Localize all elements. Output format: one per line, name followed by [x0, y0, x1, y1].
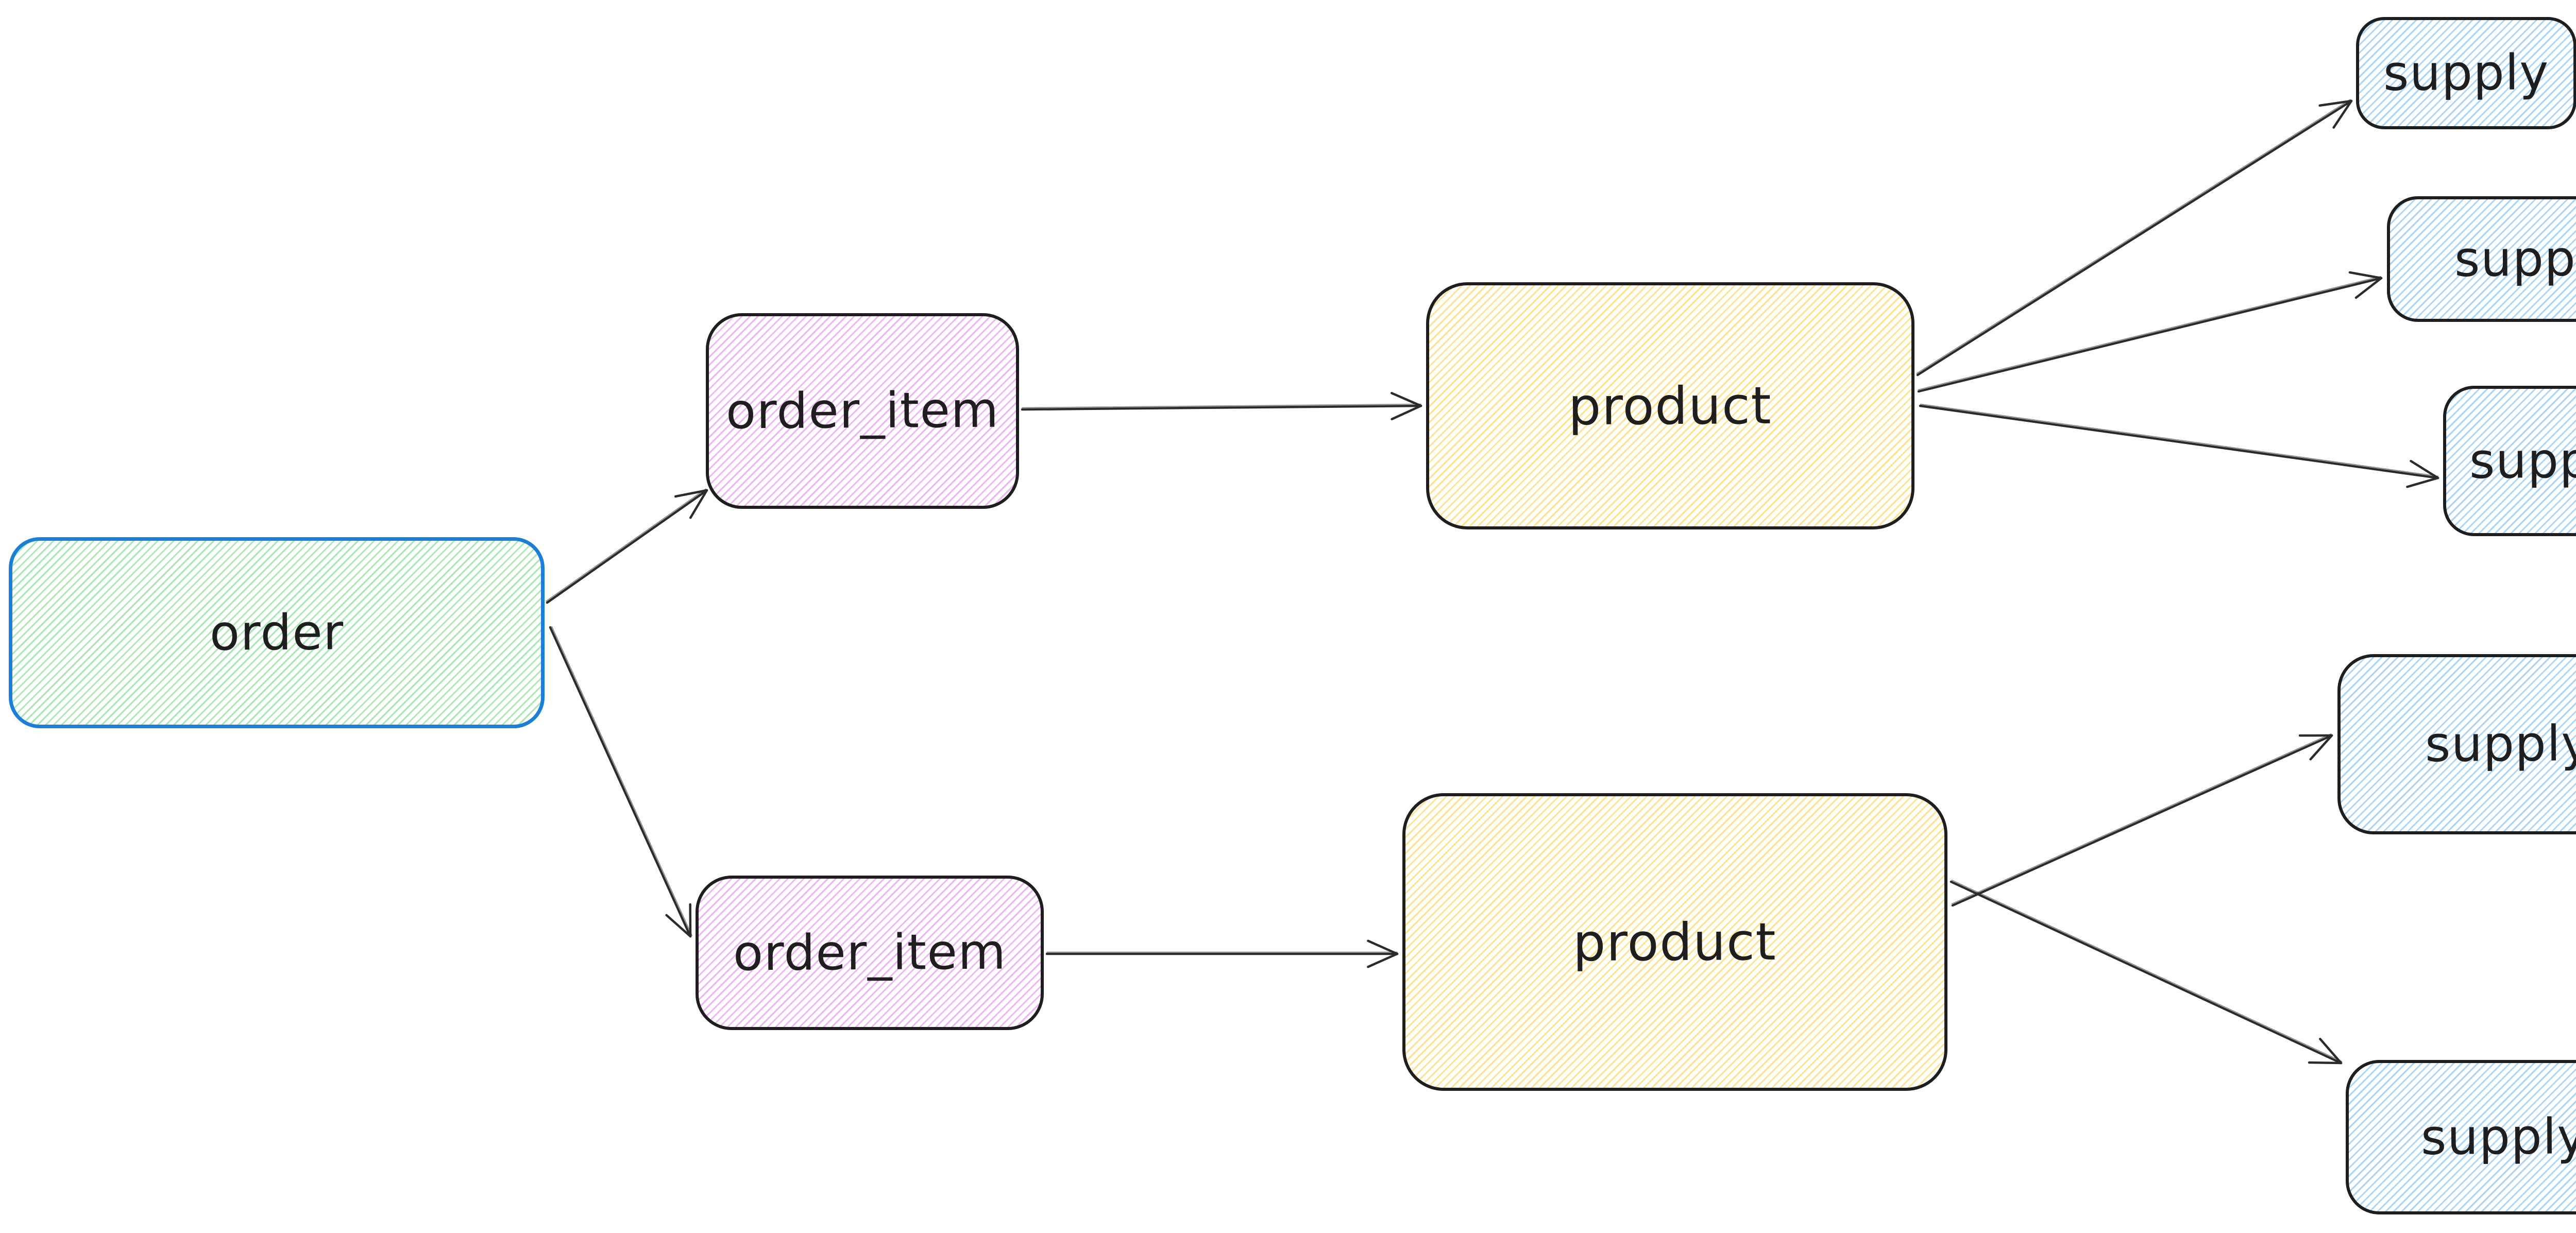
node-order-item-top-label: order_item	[725, 382, 999, 440]
node-order-item-bottom[interactable]: order_item	[696, 876, 1044, 1030]
node-product-bottom[interactable]: product	[1402, 793, 1947, 1091]
node-order-label: order	[209, 604, 344, 662]
node-supply-3[interactable]: supply	[2443, 386, 2576, 536]
node-supply-1-label: supply	[2383, 44, 2550, 102]
arrow-order_item_2-to-product_2[interactable]	[1045, 939, 1399, 968]
arrow-order_item_1-to-product_1[interactable]	[1021, 391, 1422, 421]
arrow-product_2-to-supply_5[interactable]	[1950, 880, 2343, 1065]
node-supply-5[interactable]: supply	[2346, 1060, 2576, 1214]
arrow-product_1-to-supply_2[interactable]	[1917, 271, 2383, 393]
node-supply-4-label: supply	[2425, 715, 2576, 773]
arrow-order-to-order_item_1[interactable]	[546, 488, 708, 604]
node-supply-1[interactable]: supply	[2356, 17, 2576, 129]
node-order-item-bottom-label: order_item	[733, 923, 1007, 982]
node-supply-2[interactable]: supply	[2387, 196, 2576, 322]
node-product-top-label: product	[1568, 375, 1772, 437]
node-supply-5-label: supply	[2420, 1108, 2576, 1166]
arrow-product_1-to-supply_3[interactable]	[1919, 403, 2439, 488]
node-supply-3-label: supply	[2469, 432, 2576, 490]
node-supply-4[interactable]: supply	[2337, 654, 2576, 834]
arrow-product_2-to-supply_4[interactable]	[1951, 733, 2333, 907]
arrow-order-to-order_item_2[interactable]	[549, 626, 692, 938]
node-order-item-top[interactable]: order_item	[706, 313, 1019, 509]
node-order[interactable]: order	[9, 537, 545, 728]
node-product-bottom-label: product	[1573, 911, 1777, 973]
node-supply-2-label: supply	[2454, 230, 2576, 288]
arrow-product_1-to-supply_1[interactable]	[1916, 99, 2353, 376]
node-product-top[interactable]: product	[1426, 282, 1914, 529]
